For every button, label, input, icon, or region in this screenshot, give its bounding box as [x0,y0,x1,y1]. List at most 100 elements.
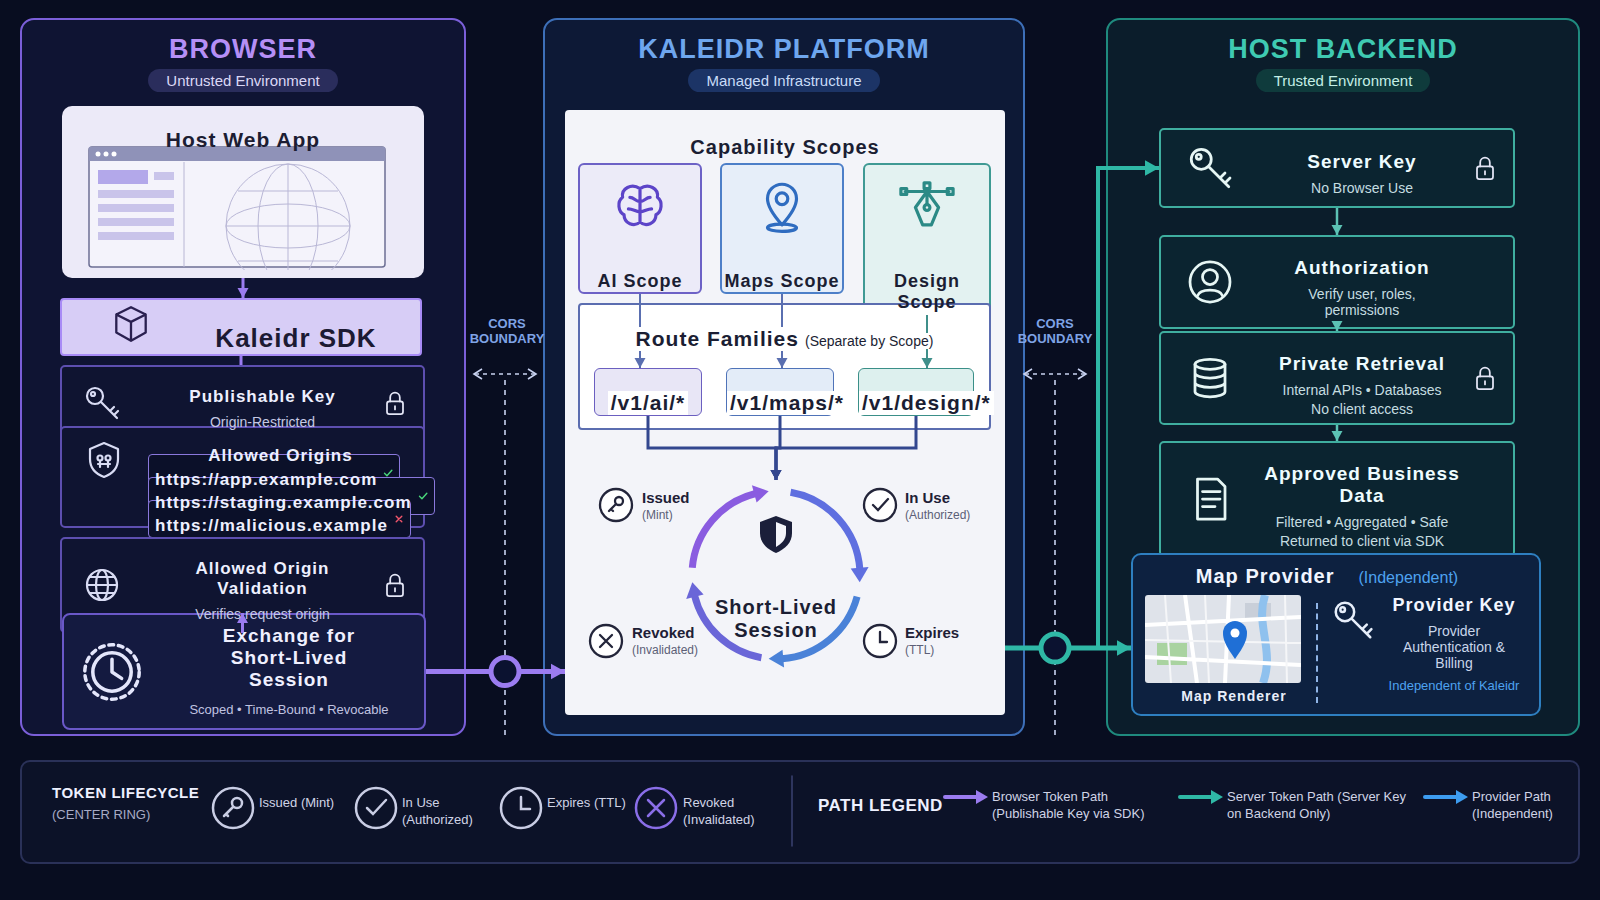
node-title: Server Key [1257,151,1467,173]
legend-text: Revoked (Invalidated) [683,795,773,829]
connector [777,294,788,368]
sdk-box: Kaleidr SDK [60,298,422,356]
map-renderer: Map Renderer [1145,595,1305,707]
node-text: Returned to client via SDK [1257,533,1467,549]
clock-icon [80,640,144,704]
arrow-head [922,358,933,368]
junction-dot [1041,634,1069,662]
node-title: Map Provider [1196,565,1335,588]
boundary-label: CORS BOUNDARY [465,316,549,346]
connector [635,294,646,368]
arrow-head [551,664,565,679]
exchange-box: Exchange for Short-Lived SessionScoped •… [62,613,426,730]
lock-icon [379,387,411,419]
node-title: /v1/ai/* [608,391,689,415]
junction-dot [491,658,519,686]
node-title: KALEIDR PLATFORM [545,34,1023,65]
connector-line [240,356,243,365]
panel: BROWSERUntrusted EnvironmentHost Web App… [20,18,466,736]
connector-line [639,294,641,368]
node-text: Origin-Restricted [148,411,377,433]
connector [1332,208,1343,235]
ring [681,480,871,670]
panel: HOST BACKENDTrusted EnvironmentServer Ke… [1106,18,1580,736]
icon [1330,597,1376,647]
arrow-head [1332,225,1343,235]
node-title: https://malicious.example [155,516,388,536]
lifecycle-label: In Use [905,489,950,506]
connector [771,416,917,480]
retrieval-box: Private RetrievalInternal APIs • Databas… [1159,331,1515,425]
browser-window [88,146,388,270]
node-text: Filtered • Aggregated • Safe [1257,511,1467,533]
lifecycle-label: Issued [642,489,690,506]
key-icon [1185,143,1235,193]
legend-text: Browser Token Path (Publishable Key via … [992,789,1167,823]
route-pill: /v1/design/* [858,368,974,416]
scope-box: AI Scope [578,163,702,294]
arrow-head [1117,640,1131,655]
brain-icon [611,177,669,235]
node-title: Design Scope [865,259,989,313]
ok-icon [416,489,430,503]
node-title: Short-Lived Session [711,584,841,642]
legend-icons [213,776,1468,846]
connector [1005,160,1159,648]
browser-mockup [88,146,388,274]
node-text: Provider Authentication & Billing [1385,620,1523,674]
arrow-head [771,470,782,480]
icon [1185,474,1235,528]
provider-box: Map Provider (Independent) Map Renderer Pro… [1131,553,1541,716]
legend-text: Expires (TTL) [547,795,629,812]
node-title: /v1/maps/* [727,391,847,415]
icon [84,440,124,484]
icon [392,512,406,529]
lifecycle-icons [590,489,896,657]
node-text: (Independent) [1341,566,1477,590]
node-text: Trusted Environment [1256,69,1431,92]
connector [1005,634,1131,662]
lifecycle-label: (Invalidated) [632,643,698,657]
node-title: Allowed Origin Validation [148,559,377,599]
legend-heading: TOKEN LIFECYCLE [52,784,199,801]
app-card: Host Web App [62,106,424,278]
arrow-head [771,470,782,480]
node-title: Provider Key [1392,595,1515,616]
connector [1332,321,1343,331]
icon [611,177,669,239]
connector [238,278,249,298]
legend-text: Server Token Path (Server Key on Backend… [1227,789,1412,823]
node-title: AI Scope [580,259,700,292]
separator [1316,603,1318,703]
server-key-box: Server KeyNo Browser Use [1159,128,1515,208]
lifecycle-label: Revoked [632,624,695,641]
shield-icon [84,440,124,480]
legend-text: Issued (Mint) [259,795,341,812]
key-icon [1330,597,1376,643]
node-title: Exchange for Short-Lived Session [189,625,389,691]
pin-icon [753,177,811,235]
connector [648,416,782,480]
cube-icon [110,303,152,345]
icon [416,489,430,506]
node-title: Maps Scope [722,259,842,292]
node-title: Approved Business Data [1257,463,1467,507]
connector-line [776,416,916,480]
node-title: /v1/design/* [859,391,994,415]
lock-icon [1469,152,1501,188]
arrow-head [777,358,788,368]
node-title: Kaleidr SDK [182,323,410,354]
data-box: Approved Business DataFiltered • Aggrega… [1159,441,1515,557]
connector-line [781,294,783,368]
lifecycle-label: (TTL) [905,643,934,657]
auth-box: AuthorizationVerify user, roles, permiss… [1159,235,1515,329]
map-image [1145,595,1301,687]
legend-text: In Use (Authorized) [402,795,488,829]
scope-box: Maps Scope [720,163,844,294]
lifecycle-label: (Authorized) [905,508,970,522]
lock-icon [379,569,411,601]
bad-icon [392,512,406,526]
node-text: Untrusted Environment [148,69,337,92]
lock-icon [1469,152,1501,184]
node-text: (Separate by Scope) [802,333,936,349]
